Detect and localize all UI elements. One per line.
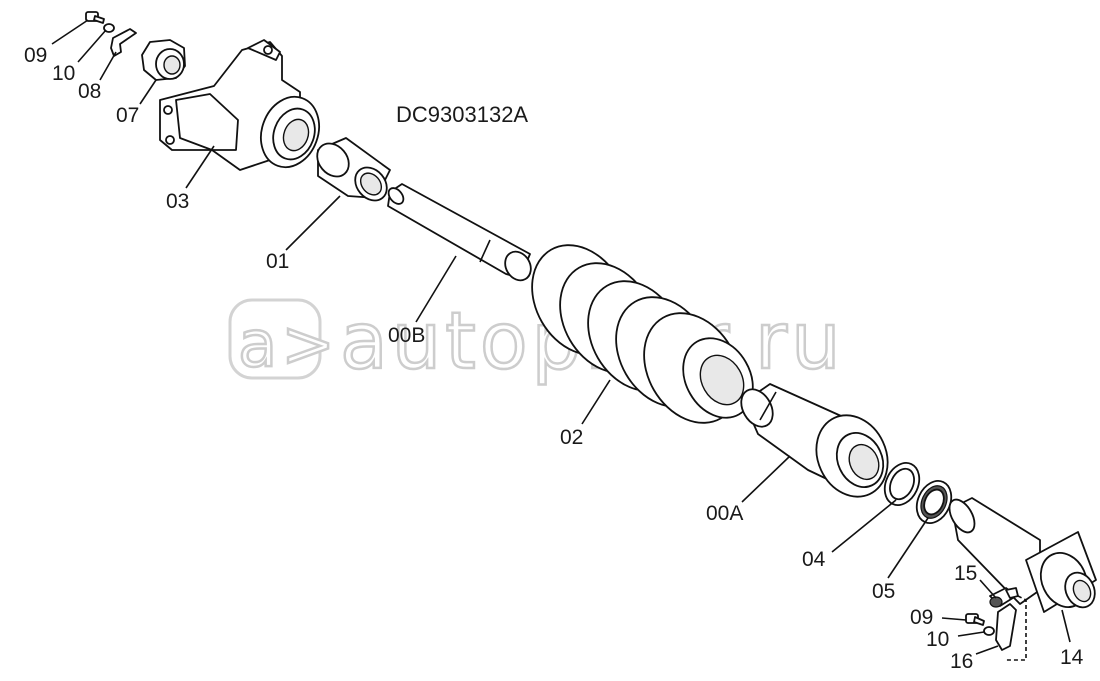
callout-00B: 00B [388, 324, 425, 347]
callout-08: 08 [78, 80, 101, 103]
part-05-seal-ring [915, 480, 953, 524]
part-10-washer-top [103, 23, 115, 33]
leader-lines [51, 19, 1071, 655]
drawing-code: DC9303132A [396, 102, 528, 127]
callout-15: 15 [954, 562, 977, 585]
part-02-spring [531, 244, 754, 424]
part-09-bolt-bottom [965, 613, 985, 626]
callout-10-top: 10 [52, 62, 75, 85]
part-14-end-cylinder [948, 497, 1097, 613]
callout-04: 04 [802, 548, 826, 571]
part-09-bolt-top [85, 11, 105, 24]
part-00B-rod [387, 183, 532, 282]
callout-09-bottom: 09 [910, 606, 933, 629]
part-15-grease-fitting [989, 587, 1019, 608]
part-08-lock-plate [110, 28, 137, 57]
callout-05: 05 [872, 580, 895, 603]
callout-labels: 09 10 08 07 03 01 00B 02 00A 04 05 15 09… [24, 44, 1084, 673]
part-07-nut [141, 39, 186, 81]
callout-01: 01 [266, 250, 289, 273]
callout-09-top: 09 [24, 44, 47, 67]
part-00A-cylinder [740, 383, 889, 498]
part-04-seal-ring [883, 462, 921, 506]
watermark-logo-box [228, 298, 322, 380]
callout-10-bottom: 10 [926, 628, 949, 651]
callout-16: 16 [950, 650, 973, 673]
callout-02: 02 [560, 426, 583, 449]
part-10-washer-bottom [983, 626, 995, 636]
callout-03: 03 [166, 190, 189, 213]
part-01-sleeve [316, 137, 391, 202]
callout-00A: 00A [706, 502, 743, 525]
callout-14: 14 [1060, 646, 1084, 669]
callout-07: 07 [116, 104, 139, 127]
part-16-lock-plate [995, 603, 1017, 651]
watermark-logo-glyph: a> [238, 308, 339, 382]
part-03-bracket-housing [159, 39, 320, 171]
guide-lines [1006, 595, 1027, 661]
